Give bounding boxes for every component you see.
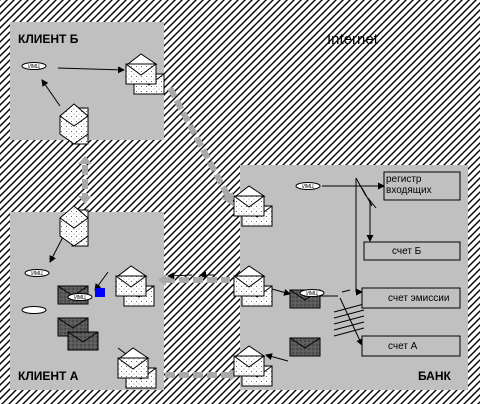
svg-text:ИМЦ: ИМЦ — [306, 291, 318, 297]
envelope-client-b-front — [125, 63, 157, 85]
flow-lines — [82, 86, 232, 378]
dark-envelope-b2 — [289, 337, 321, 357]
envelope-client-b-flap — [126, 53, 158, 65]
account-b-label: счет Б — [392, 246, 422, 257]
registry-incoming-box — [383, 171, 461, 201]
svg-text:ИМЦ: ИМЦ — [31, 271, 43, 277]
thin-arrows — [41, 66, 385, 362]
svg-text:ИМЦ: ИМЦ — [74, 295, 86, 301]
svg-text:ИМЦ: ИМЦ — [302, 184, 314, 190]
account-emission-box — [361, 287, 461, 309]
envelope-bank-top-flap — [234, 185, 266, 197]
token-client-a-plain — [21, 306, 47, 314]
document-client-a — [59, 205, 89, 247]
flow-heads — [78, 156, 238, 381]
token-bank-dark: ИМЦ — [299, 289, 325, 297]
envelope-bank-bottom-flap — [234, 345, 266, 357]
zigzag-marks — [333, 177, 377, 337]
token-client-a-dark: ИМЦ — [67, 293, 93, 301]
blue-marker — [95, 288, 105, 297]
account-a-label: счет А — [388, 341, 418, 352]
envelope-bank-bottom-front — [233, 355, 265, 377]
client-b-label: КЛИЕНТ Б — [18, 32, 79, 46]
svg-text:ИМЦ: ИМЦ — [28, 64, 40, 70]
dark-envelope-a3 — [67, 331, 99, 351]
token-bank-registry: ИМЦ — [295, 182, 321, 190]
account-b-box — [363, 241, 461, 261]
client-a-label: КЛИЕНТ А — [18, 369, 79, 383]
envelope-client-a-out-flap — [116, 265, 148, 277]
account-emission-label: счет эмиссии — [388, 293, 450, 304]
registry-incoming-label: регистр входящих — [386, 174, 432, 196]
envelope-bank-top-front — [233, 195, 265, 217]
registry-boxes — [361, 171, 461, 357]
document-client-b — [59, 103, 89, 145]
bank-label: БАНК — [418, 369, 451, 383]
account-a-box — [361, 335, 461, 357]
envelope-client-a-in-front — [117, 357, 149, 379]
envelope-bank-mid-front — [233, 275, 265, 297]
token-client-b: ИМЦ — [21, 62, 47, 70]
envelope-client-a-in-flap — [118, 347, 150, 359]
envelopes-and-tokens: ИМЦ ИМЦ ИМЦ ИМЦ ИМЦ — [21, 53, 325, 389]
internet-label: Internet — [327, 31, 378, 48]
envelope-client-a-out-front — [115, 275, 147, 297]
token-client-a: ИМЦ — [24, 269, 50, 277]
envelope-bank-mid-flap — [234, 265, 266, 277]
